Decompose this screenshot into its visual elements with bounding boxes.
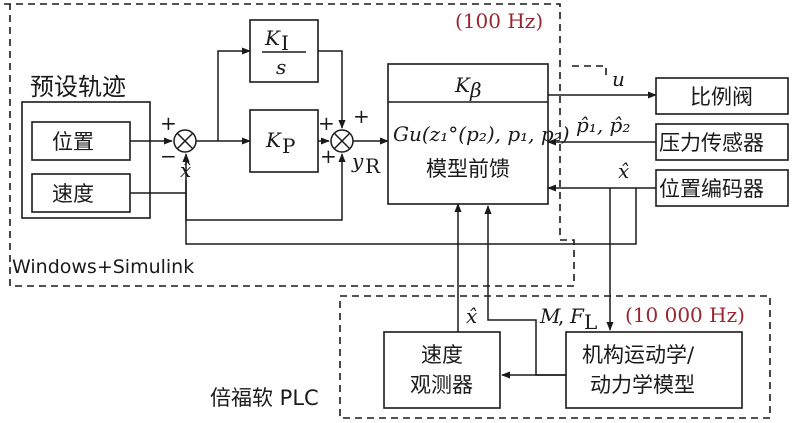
kbeta-symbol: K	[454, 73, 471, 97]
position-feedback-wire	[182, 153, 637, 245]
proportional-valve-block	[655, 77, 789, 115]
mass-symbol: M	[539, 304, 561, 328]
summing-junction-1-cross	[176, 132, 194, 150]
kp-subscript: P	[282, 134, 295, 158]
yr-symbol: y	[351, 149, 364, 173]
pressure-signal-label: p̂₁, p̂₂	[576, 113, 630, 137]
ki-symbol: K	[264, 26, 281, 50]
pressure-sensor-block	[655, 123, 789, 161]
kbeta-subscript: β	[469, 78, 482, 102]
position-label: 位置	[52, 130, 94, 154]
feedforward-label: 模型前馈	[426, 157, 510, 181]
u-signal-label: u	[612, 67, 625, 91]
sum2-plus-top: +	[353, 104, 370, 128]
trajectory-title: 预设轨迹	[30, 73, 126, 101]
feedforward-controller-block	[387, 63, 549, 205]
sum2-plus-left: +	[318, 111, 335, 135]
velocity-observer-block	[383, 331, 501, 409]
windows-simulink-region	[4, 3, 575, 287]
sum2-plus-bottom: +	[320, 144, 337, 168]
velocity-label: 速度	[52, 182, 94, 206]
ki-denominator: s	[276, 55, 286, 79]
load-force-subscript: L	[584, 310, 597, 334]
position-encoder-label: 位置编码器	[659, 177, 764, 201]
ki-subscript: I	[281, 31, 289, 55]
velocity-observer-line2: 观测器	[410, 373, 473, 397]
velocity-observer-line1: 速度	[421, 343, 463, 367]
sum1-minus-sign: −	[160, 144, 177, 168]
load-force-symbol: F	[569, 304, 585, 328]
mass-comma: ,	[558, 304, 564, 328]
summing-junction-2-cross	[333, 132, 351, 150]
sum1-to-ki-wire	[217, 47, 251, 141]
sum1-plus-sign: +	[160, 111, 177, 135]
velocity-estimate-label: x̂	[466, 304, 477, 328]
pressure-sensor-label: 压力传感器	[659, 131, 764, 155]
proportional-valve-label: 比例阀	[690, 85, 753, 109]
kinematics-line1: 机构运动学/	[582, 343, 695, 367]
yr-subscript: R	[365, 154, 381, 178]
plc-region	[339, 295, 771, 419]
plc-region-label: 倍福软 PLC	[210, 386, 319, 410]
kp-symbol: K	[265, 128, 282, 152]
feedforward-formula: Gu(z₁°(p₂), p₁, p₂)	[393, 122, 570, 146]
ki-to-sum2-wire	[318, 50, 346, 129]
position-signal-label: x̂	[618, 159, 629, 183]
position-block	[31, 121, 131, 161]
kinematics-line2: 动力学模型	[590, 373, 695, 397]
plc-rate-label: (10 000 Hz)	[625, 303, 745, 327]
pc-region-label: Windows+Simulink	[12, 256, 194, 278]
kinematics-dynamics-model-block	[565, 331, 743, 409]
plc-region-left-part	[572, 65, 607, 76]
pc-rate-label: (100 Hz)	[455, 9, 543, 33]
